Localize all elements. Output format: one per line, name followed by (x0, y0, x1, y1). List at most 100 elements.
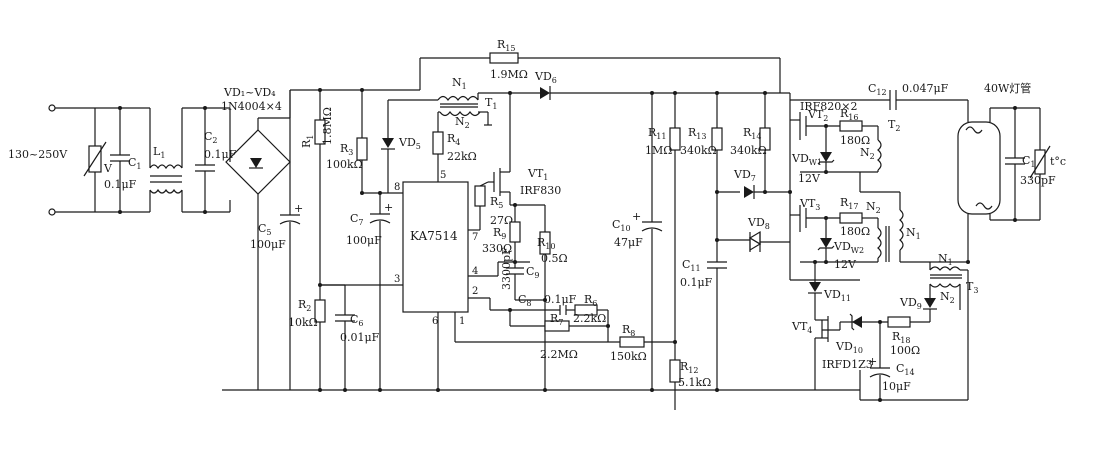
resistor-r4 (432, 130, 444, 182)
diode-vd9 (910, 292, 937, 323)
c14-value: 10μF (882, 380, 911, 393)
capacitor-c2 (195, 108, 215, 212)
n2d-label: N2 (940, 290, 955, 305)
varistor-label: V (103, 162, 113, 175)
lamp-return (859, 270, 969, 401)
vd7-label: VD7 (733, 168, 756, 183)
r3-label: R3 (340, 142, 353, 157)
transformer-t2-winding-b (877, 218, 890, 262)
resistor-r18 (868, 316, 911, 328)
vdw1-label: VDW1 (791, 152, 822, 167)
vd5-label: VD5 (398, 136, 421, 151)
r12-label: R12 (680, 360, 698, 375)
ptc-thermistor (1029, 108, 1051, 220)
r10-value: 0.5Ω (541, 252, 568, 265)
vdw1-value: 12V (798, 172, 821, 185)
ic-pin5: 5 (440, 170, 446, 181)
n1-label: N1 (452, 76, 467, 91)
r10-label: R10 (537, 236, 555, 251)
resistor-r13 (711, 93, 740, 240)
transformer-t1 (388, 92, 540, 130)
ptc-label: t°c (1050, 155, 1066, 168)
r14-value: 340kΩ (730, 144, 767, 157)
vt4-label: VT4 (791, 320, 812, 335)
c7-value: 100μF (346, 234, 382, 247)
r4-label: R4 (447, 132, 460, 147)
ic-pin4: 4 (472, 266, 478, 277)
vt1-label: VT1 (527, 167, 548, 182)
vt3-label: VT3 (799, 197, 820, 212)
r4-value: 22kΩ (447, 150, 477, 163)
capacitor-c10 (641, 93, 663, 390)
c9-value: 3300pF (500, 247, 513, 290)
mosfet-vt2 (790, 112, 840, 140)
c14-label: C14 (896, 362, 915, 377)
resistor-r5 (468, 181, 489, 231)
resistor-r14 (759, 93, 771, 192)
r2-label: R2 (298, 298, 311, 313)
c10-plus: + (632, 210, 641, 223)
r17-label: R17 (840, 196, 858, 211)
vt1-part: IRF830 (520, 184, 561, 197)
irf820-label: IRF820×2 (800, 100, 857, 113)
c1-label: C1 (128, 156, 142, 171)
r11-label: R11 (648, 126, 666, 141)
capacitor-c12 (790, 90, 969, 122)
mosfet-vt3 (790, 205, 840, 232)
n1b-label: N1 (906, 226, 921, 241)
resistor-r3 (356, 90, 403, 194)
n2-label: N2 (455, 115, 470, 130)
c6-value: 0.01μF (340, 331, 380, 344)
c12-value: 0.047μF (902, 82, 949, 95)
r6-label: R6 (584, 293, 597, 308)
diode-vd5 (381, 100, 395, 193)
r9-label: R9 (493, 226, 506, 241)
r1-label: R1 (300, 135, 315, 148)
zener-vd10 (840, 313, 868, 331)
r8-label: R8 (622, 323, 635, 338)
ic-pin6: 6 (432, 316, 438, 327)
c9-label: C9 (526, 265, 540, 280)
vdw2-value: 12V (834, 258, 857, 271)
r3-value: 100kΩ (326, 158, 363, 171)
capacitor-c5 (279, 210, 301, 390)
r12-value: 5.1kΩ (678, 376, 711, 389)
c2-value: 0.1μF (204, 148, 237, 161)
c14-plus: + (868, 355, 877, 368)
r18-label: R18 (892, 330, 910, 345)
c10-value: 47μF (614, 236, 643, 249)
r1-value: 1.8MΩ (321, 107, 334, 145)
capacitor-c11 (707, 240, 727, 390)
r14-label: R14 (743, 126, 761, 141)
diode-vd6 (540, 86, 790, 100)
c12-label: C12 (868, 82, 887, 97)
r5-value: 27Ω (490, 214, 513, 227)
r13-label: R13 (688, 126, 706, 141)
c5-label: C5 (258, 222, 272, 237)
r7-value: 2.2kΩ (573, 312, 606, 325)
resistor-r1 (314, 90, 326, 285)
vd10-label: VD10 (835, 340, 863, 355)
varistor-v (83, 108, 107, 212)
dc-positive-rail (289, 89, 420, 210)
resistor-r17 (839, 212, 878, 224)
capacitor-c14 (869, 322, 891, 400)
vd8-label: VD8 (747, 216, 770, 231)
r16-label: R16 (840, 107, 858, 122)
vd9-label: VD9 (899, 296, 922, 311)
transformer-t3 (929, 262, 968, 310)
c2-label: C2 (204, 130, 218, 145)
ic-label: KA7514 (410, 229, 458, 243)
r13-value: 340kΩ (680, 144, 717, 157)
mosfet-vt4 (814, 316, 841, 390)
l1-label: L1 (153, 145, 165, 160)
r18-value: 100Ω (890, 344, 920, 357)
ic-pin7: 7 (472, 232, 478, 243)
resistor-2m2-value: 2.2MΩ (540, 348, 578, 361)
transformer-t2-primary (859, 172, 930, 263)
r11-value: 1MΩ (645, 144, 672, 157)
zener-vdw2 (800, 218, 878, 263)
input-voltage-label: 130~250V (8, 148, 68, 161)
vd6-label: VD6 (534, 70, 557, 85)
c7-label: C7 (350, 212, 364, 227)
